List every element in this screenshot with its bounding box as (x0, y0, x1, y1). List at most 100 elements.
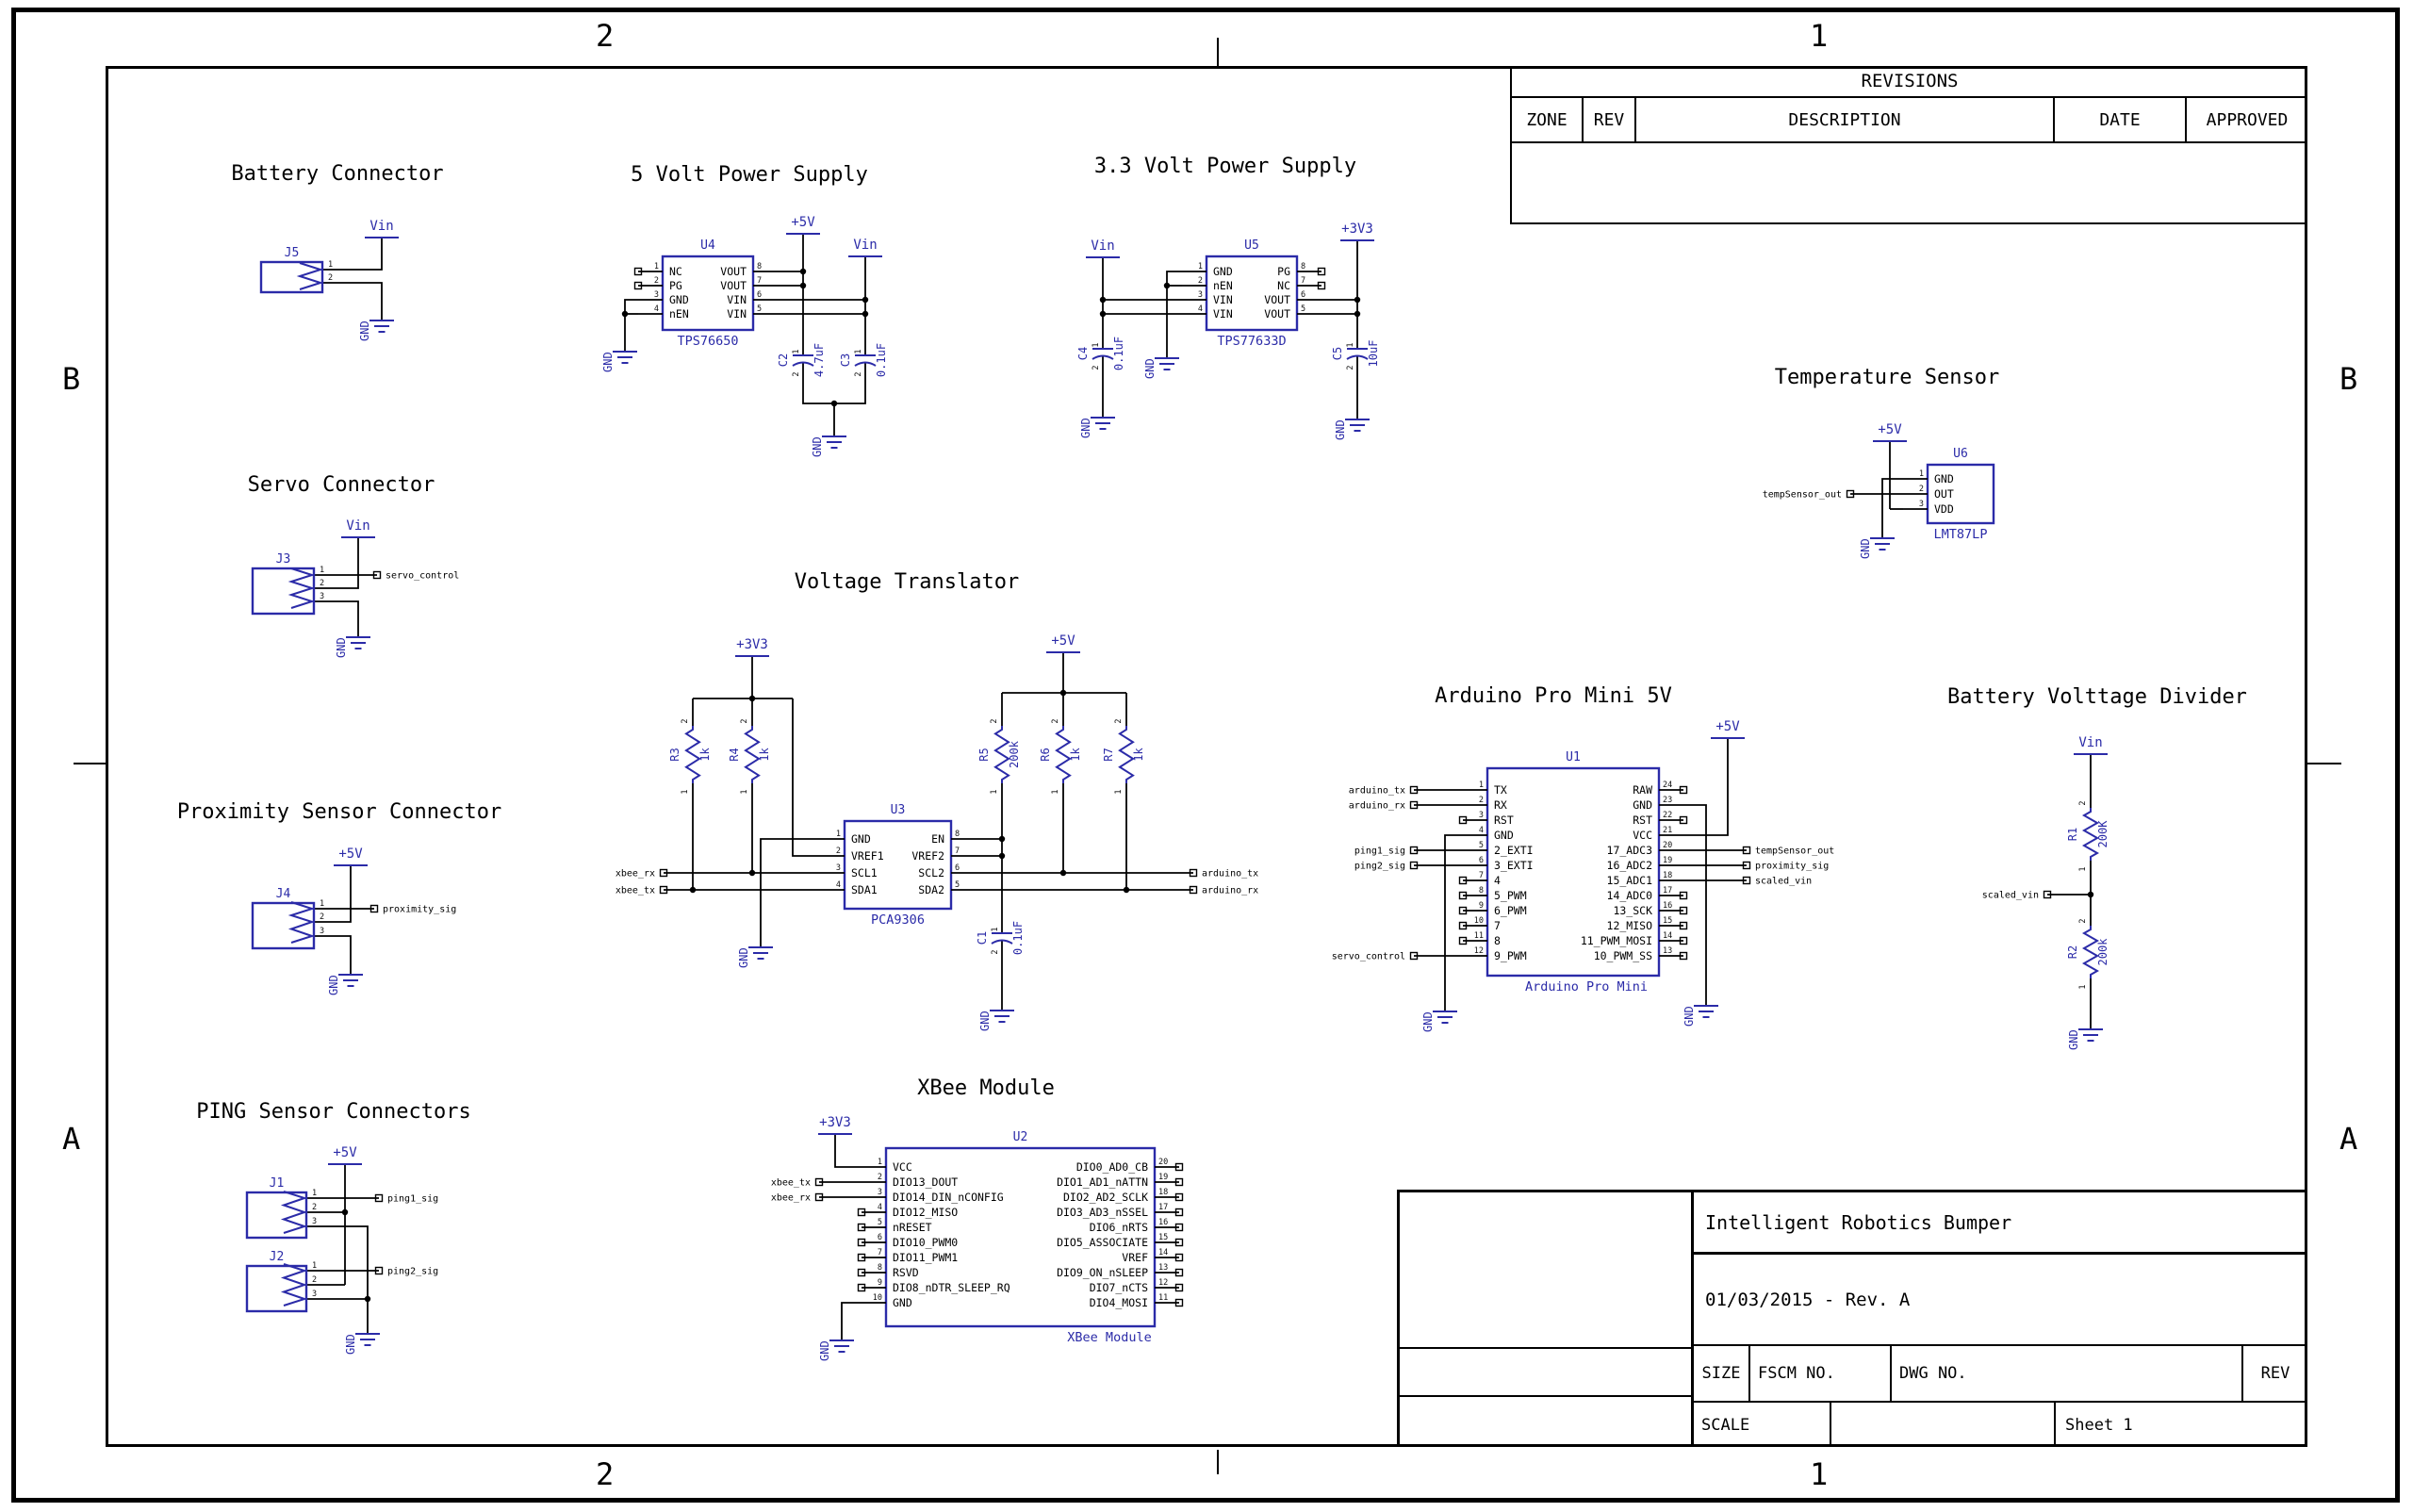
capacitor-ref: C5 (1331, 347, 1344, 360)
pin-label: VCC (893, 1160, 912, 1174)
junction-dot (862, 310, 869, 318)
revisions-col-description: DESCRIPTION (1636, 98, 2055, 141)
signal-label: servo_control (386, 571, 459, 582)
junction-dot (689, 886, 697, 894)
pin-number: 4 (836, 880, 841, 890)
ground-label: GND (978, 1011, 992, 1031)
pin-number: 5 (878, 1218, 882, 1227)
chip-name: XBee Module (1067, 1330, 1151, 1345)
drawing-title: Intelligent Robotics Bumper (1694, 1192, 2307, 1255)
resistor-value: 1k (698, 748, 712, 762)
signal-flag-icon (1846, 489, 1855, 499)
signal-label: servo_control (1332, 952, 1405, 962)
pin-label: NC (1277, 279, 1290, 292)
pin-label: 11_PWM_MOSI (1581, 934, 1652, 947)
pin-number: 15 (1158, 1233, 1168, 1242)
pin-number: 1 (1198, 262, 1203, 271)
section-title: XBee Module (917, 1076, 1055, 1100)
ground-label: GND (1421, 1011, 1435, 1032)
signal-flag-icon (1742, 876, 1751, 885)
connector-J3 (251, 567, 316, 616)
pin-label: PG (669, 279, 682, 292)
signal-label: arduino_tx (1202, 869, 1258, 879)
junction-dot (799, 282, 807, 289)
chip-name: PCA9306 (871, 912, 925, 928)
pin-number: 24 (1663, 781, 1672, 790)
dwg-label: DWG NO. (1892, 1346, 2243, 1401)
wire (624, 299, 638, 352)
pin-number: 1 (320, 899, 324, 909)
zone-tick-top (1217, 38, 1219, 66)
power-label: +3V3 (736, 637, 768, 652)
pin-number: 17 (1663, 886, 1672, 896)
chip-U4 (661, 255, 755, 332)
capacitor-plate (1346, 354, 1369, 360)
pin-number: 3 (312, 1217, 317, 1226)
zone-label-left-b: B (62, 361, 81, 397)
resistor-value: 1k (1132, 748, 1145, 762)
pin-number: 1 (990, 789, 999, 794)
pin-label: 6_PWM (1494, 904, 1527, 917)
power-label: +5V (333, 1145, 357, 1160)
pin-number: 8 (955, 830, 960, 839)
section-title: Servo Connector (248, 473, 435, 497)
connector-ref: J3 (276, 552, 291, 567)
junction-dot (1123, 886, 1130, 894)
pin-label: 3_EXTI (1494, 859, 1534, 872)
zone-label-right-a: A (2339, 1121, 2358, 1157)
pin-label: GND (1633, 798, 1652, 812)
chip-U5 (1205, 255, 1299, 332)
signal-flag-icon (372, 570, 382, 580)
pin-number: 2 (312, 1203, 317, 1212)
resistor-R7 (1118, 726, 1135, 783)
pin-label: 4 (1494, 874, 1501, 887)
capacitor-value: 0.1uF (1112, 337, 1125, 370)
pin-number: 2 (854, 371, 863, 376)
connector-J5 (259, 260, 324, 294)
junction-dot (998, 835, 1006, 843)
pin-number: 1 (1919, 469, 1924, 479)
pin-label: RSVD (893, 1266, 919, 1279)
pin-number: 2 (1479, 796, 1484, 805)
pin-number: 1 (1114, 789, 1124, 794)
resistor-ref: R2 (2066, 945, 2079, 959)
section-title: 3.3 Volt Power Supply (1094, 155, 1356, 178)
pin-number: 2 (312, 1275, 317, 1285)
pin-number: 23 (1663, 796, 1672, 805)
zone-tick-left (74, 763, 106, 764)
signal-flag-icon (1409, 846, 1419, 855)
power-label: +5V (1715, 719, 1740, 734)
pin-label: GND (669, 293, 689, 306)
pin-number: 5 (1479, 841, 1484, 850)
pin-number: 1 (740, 789, 749, 794)
junction-dot (621, 310, 629, 318)
power-label: Vin (1091, 238, 1114, 254)
pin-number: 2 (1919, 485, 1924, 494)
zone-label-top-1: 1 (1810, 18, 1829, 54)
capacitor-value: 0.1uF (1011, 921, 1025, 955)
pin-label: VREF1 (851, 849, 884, 863)
pin-number: 7 (955, 846, 960, 856)
power-label: +3V3 (819, 1115, 851, 1130)
pin-number: 20 (1663, 841, 1672, 850)
pin-number: 1 (654, 262, 659, 271)
pin-number: 3 (320, 927, 324, 936)
pin-label: DIO14_DIN_nCONFIG (893, 1191, 1004, 1204)
resistor-R4 (744, 726, 761, 783)
pin-number: 10 (1474, 916, 1484, 926)
sheet-inner-border (106, 66, 2307, 1447)
pin-label: RST (1494, 814, 1514, 827)
pin-label: DIO12_MISO (893, 1206, 958, 1219)
ground-label: GND (1143, 358, 1157, 379)
pin-number: 8 (1479, 886, 1484, 896)
pin-number: 17 (1158, 1203, 1168, 1212)
pin-number: 2 (320, 579, 324, 588)
pin-number: 1 (1346, 342, 1355, 347)
ground-label: GND (818, 1340, 831, 1361)
pin-number: 2 (990, 718, 999, 723)
pin-number: 2 (2078, 800, 2088, 805)
pin-label: nRESET (893, 1221, 932, 1234)
section-title: Proximity Sensor Connector (177, 800, 501, 824)
pin-number: 14 (1663, 931, 1672, 941)
